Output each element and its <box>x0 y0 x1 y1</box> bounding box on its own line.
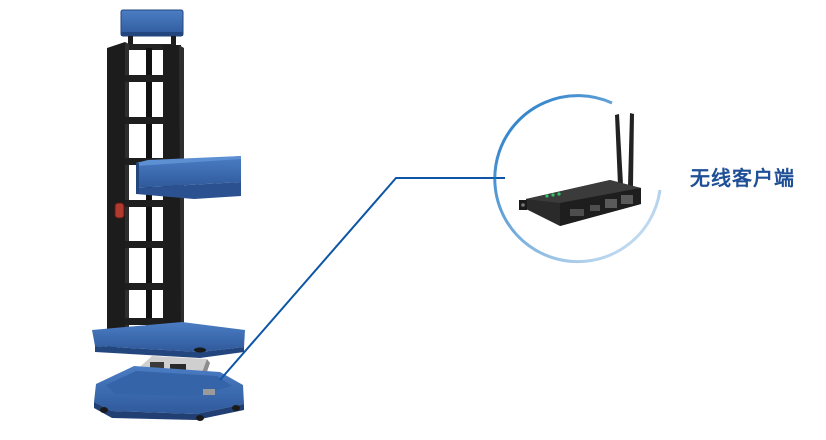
wireless-client-label: 无线客户端 <box>690 166 795 190</box>
shelf-box <box>136 156 241 199</box>
leader-line <box>219 177 505 381</box>
robot-tower <box>92 9 245 421</box>
callout-arc <box>493 94 662 264</box>
mobile-chassis <box>94 366 244 421</box>
tower-base-plate <box>92 322 245 358</box>
red-indicator-light <box>114 202 125 219</box>
antenna-icon <box>615 113 634 186</box>
wireless-client-device <box>519 113 641 226</box>
ladder-rungs <box>125 75 165 325</box>
